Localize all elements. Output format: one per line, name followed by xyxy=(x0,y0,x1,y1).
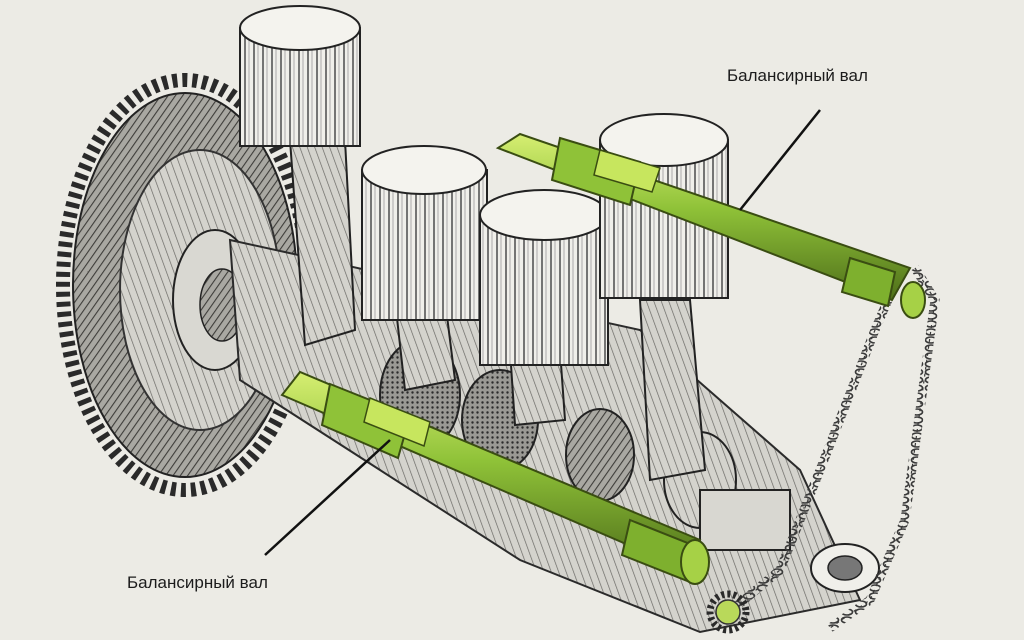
drive-chain xyxy=(717,265,940,632)
balance-shaft-label-bottom: Балансирный вал xyxy=(127,573,268,592)
balance-shaft-lower xyxy=(280,370,710,585)
sprocket-lower xyxy=(706,590,750,634)
balance-shaft-upper xyxy=(495,132,926,319)
piston-2 xyxy=(361,145,488,321)
piston-3 xyxy=(479,189,609,366)
piston-1 xyxy=(239,5,361,147)
balance-shaft-label-top: Балансирный вал xyxy=(727,66,868,85)
leader-line-bottom xyxy=(264,439,391,556)
connecting-rods xyxy=(288,139,707,482)
leader-line-top xyxy=(739,109,821,211)
pistons xyxy=(239,5,729,366)
